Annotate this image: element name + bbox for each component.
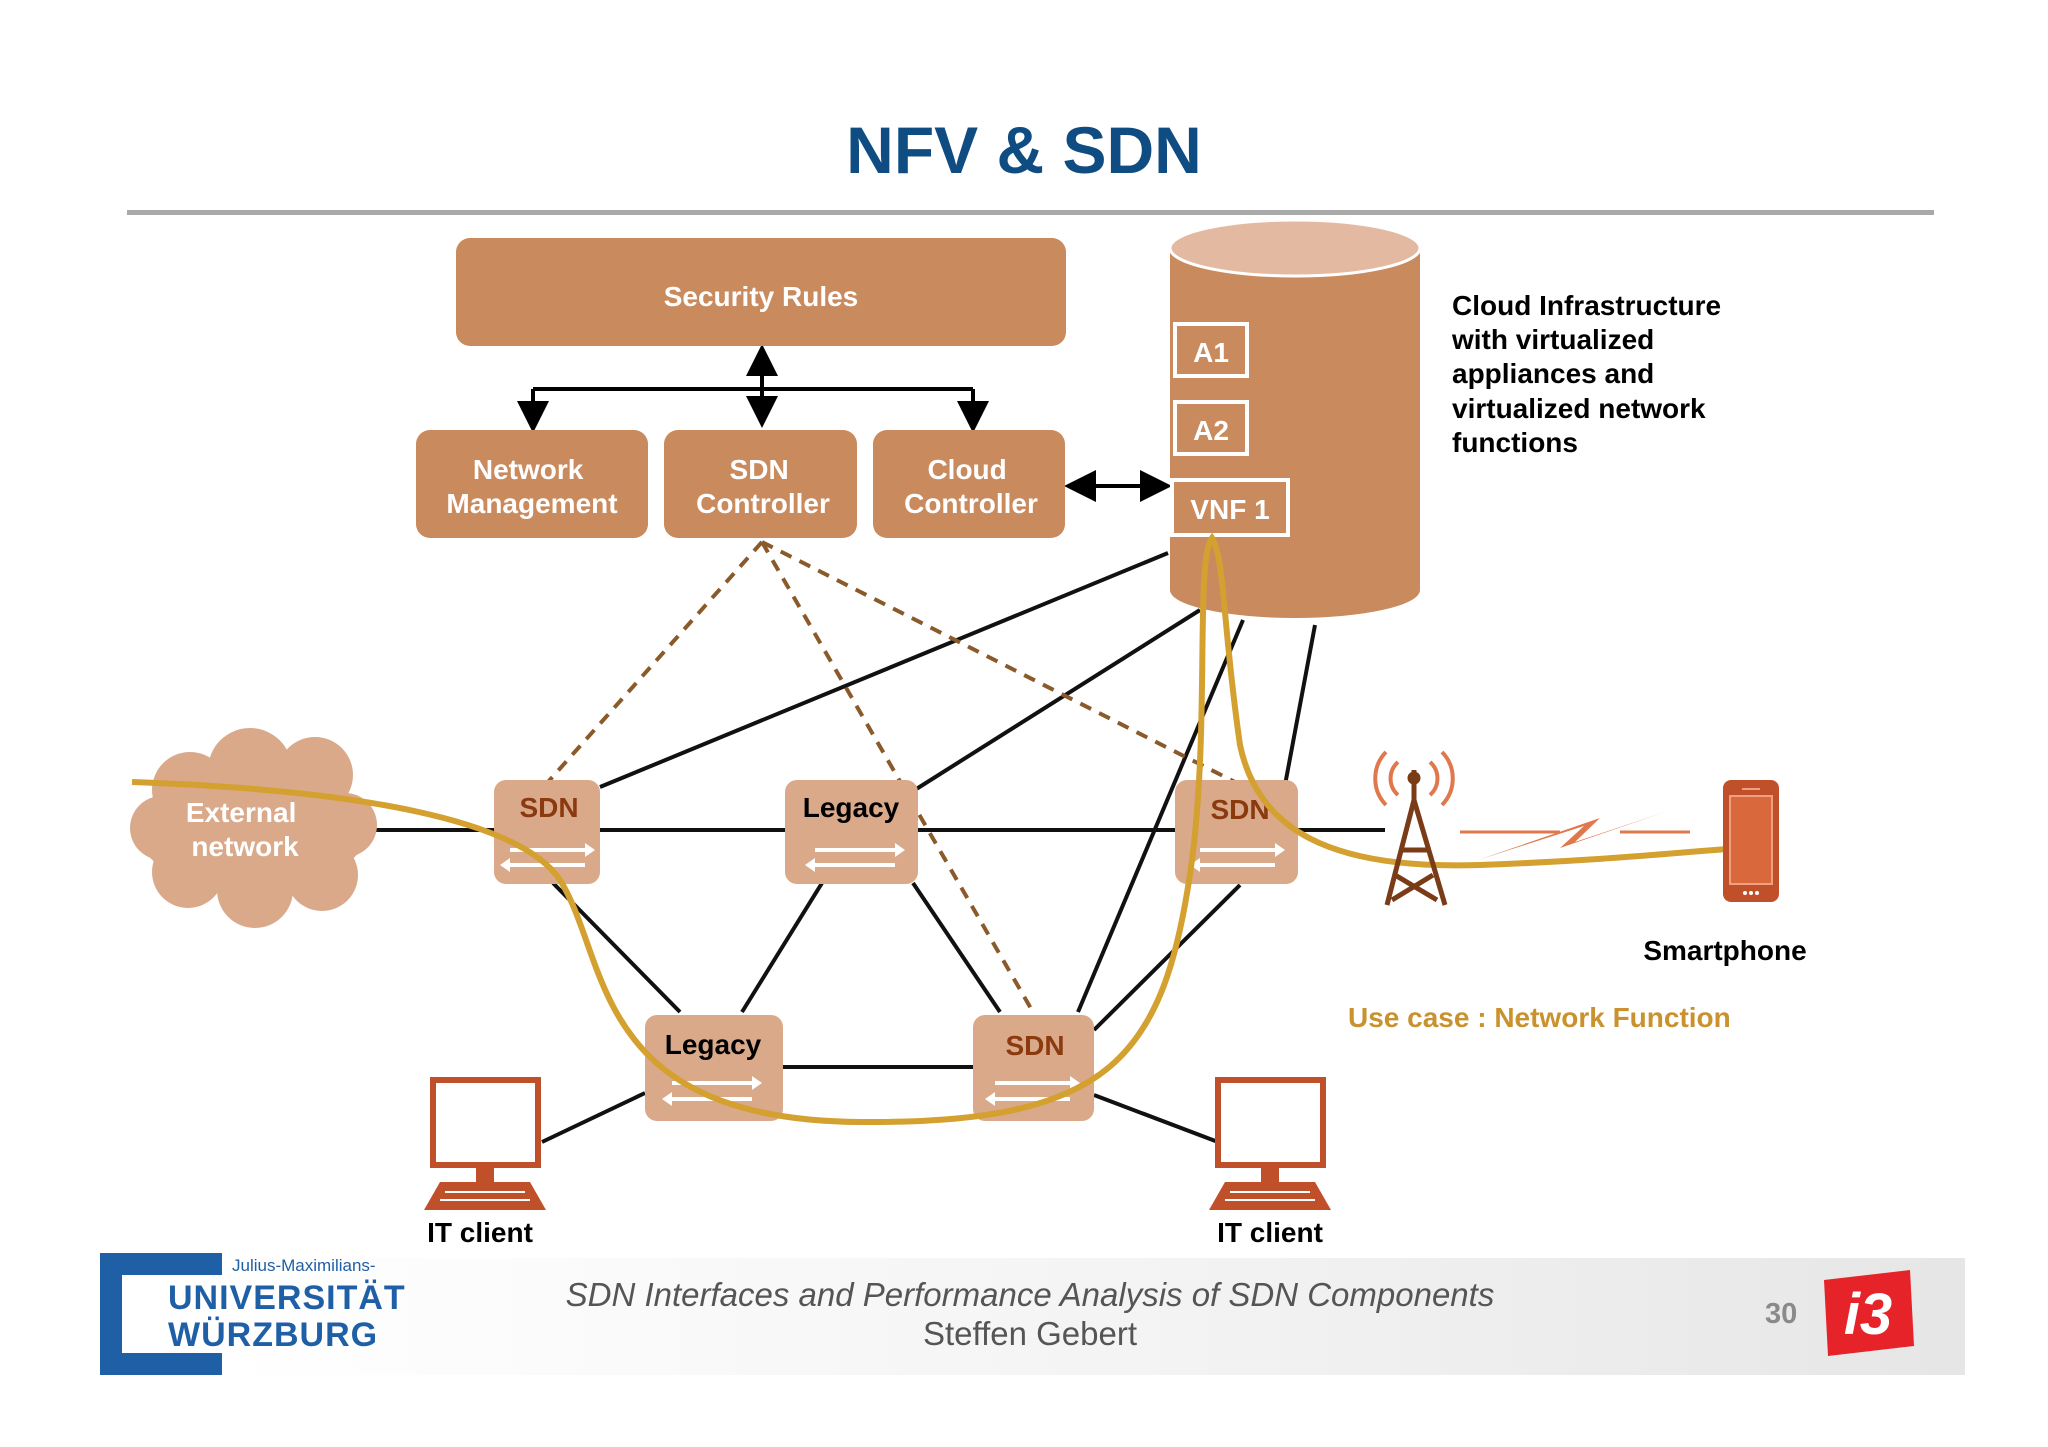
it-client-left-label: IT client [427, 1217, 533, 1248]
appliance-a1-label: A1 [1193, 337, 1229, 368]
use-case-path [131, 532, 1746, 1126]
vnf-1-label: VNF 1 [1190, 494, 1269, 525]
cloud-description-5: functions [1452, 427, 1578, 458]
external-network-label-2: network [191, 831, 299, 862]
footer-author: Steffen Gebert [922, 1315, 1138, 1352]
sdn-controller-label-2: Controller [696, 488, 830, 519]
link-sdn-right-sdn-bottom [1092, 883, 1242, 1032]
network-management-label-2: Management [446, 488, 617, 519]
link-sdn-left-cloud [599, 551, 1169, 789]
it-client-right-label: IT client [1217, 1217, 1323, 1248]
appliance-a2: A2 [1173, 400, 1249, 456]
i3-logo-text: i3 [1844, 1282, 1892, 1347]
switch-legacy-bottom: Legacy [645, 1015, 783, 1121]
switch-legacy-top-label: Legacy [803, 792, 900, 823]
link-it-client-right [1093, 1093, 1219, 1144]
sdn-controller-box: SDN Controller [664, 430, 857, 538]
page-number: 30 [1765, 1298, 1798, 1330]
title-divider [127, 210, 1934, 215]
cloud-infrastructure-cylinder: A1 A2 VNF 1 [1168, 218, 1422, 618]
use-case-label: Use case : Network Function [1348, 1002, 1731, 1033]
svg-text:SDN Controller: SDN Controller [696, 454, 830, 519]
link-legacy-top-legacy-bottom [740, 881, 824, 1014]
cloud-description-4: virtualized network [1452, 393, 1706, 424]
appliance-a1: A1 [1173, 322, 1249, 378]
smartphone-label: Smartphone [1643, 935, 1806, 966]
network-management-box: Network Management [416, 430, 648, 538]
university-logo-text: UNIVERSITÄT WÜRZBURG [168, 1280, 406, 1354]
cloud-controller-label-2: Controller [904, 488, 1038, 519]
svg-text:Network Management: Network Management [446, 454, 617, 519]
control-arrows [517, 344, 1172, 502]
link-sdn-bottom-cloud [1076, 619, 1245, 1013]
switch-sdn-left-label: SDN [519, 792, 578, 823]
control-dashed-links [546, 540, 1236, 1013]
wireless-lightning-icon [1460, 812, 1690, 860]
external-network-label-1: External [186, 797, 297, 828]
security-rules-label: Security Rules [664, 281, 859, 312]
logo-line-1: UNIVERSITÄT [168, 1279, 406, 1317]
link-it-client-left [541, 1091, 646, 1144]
university-logo-frame [100, 1253, 222, 1375]
switch-legacy-bottom-label: Legacy [665, 1029, 762, 1060]
switch-legacy-top: Legacy [785, 780, 918, 884]
logo-subtitle: Julius-Maximilians- [232, 1256, 376, 1275]
external-network-cloud: External network [130, 728, 377, 928]
svg-text:External network: External network [186, 797, 304, 862]
link-legacy-top-cloud [908, 608, 1202, 795]
cloud-description-2: with virtualized [1451, 324, 1654, 355]
link-legacy-top-sdn-bottom [911, 881, 1002, 1014]
network-management-label-1: Network [473, 454, 584, 485]
cloud-description-3: appliances and [1452, 358, 1654, 389]
antenna-tower-icon [1373, 750, 1455, 906]
link-sdn-right-cloud [1283, 624, 1317, 786]
cloud-description-1: Cloud Infrastructure [1452, 290, 1721, 321]
cloud-controller-label-1: Cloud [927, 454, 1006, 485]
switch-sdn-bottom-label: SDN [1005, 1030, 1064, 1061]
footer-band [227, 1258, 1965, 1375]
network-links [372, 551, 1385, 1144]
i3-logo-icon: i3 [1824, 1270, 1914, 1356]
smartphone-icon [1723, 780, 1779, 902]
sdn-controller-label-1: SDN [730, 454, 789, 485]
security-rules-box: Security Rules [456, 238, 1066, 346]
svg-text:Cloud Controller: Cloud Controller [904, 454, 1038, 519]
vnf-1: VNF 1 [1170, 478, 1290, 537]
footer-text: SDN Interfaces and Performance Analysis … [460, 1275, 1600, 1353]
it-client-left-icon [424, 1077, 546, 1210]
appliance-a2-label: A2 [1193, 415, 1229, 446]
cloud-controller-box: Cloud Controller [873, 430, 1065, 538]
slide-title: NFV & SDN [846, 113, 1202, 187]
footer-talk-title: SDN Interfaces and Performance Analysis … [565, 1276, 1495, 1313]
it-client-right-icon [1209, 1077, 1331, 1210]
logo-line-2: WÜRZBURG [168, 1316, 379, 1354]
cloud-description: Cloud Infrastructure with virtualized ap… [1451, 290, 1729, 458]
